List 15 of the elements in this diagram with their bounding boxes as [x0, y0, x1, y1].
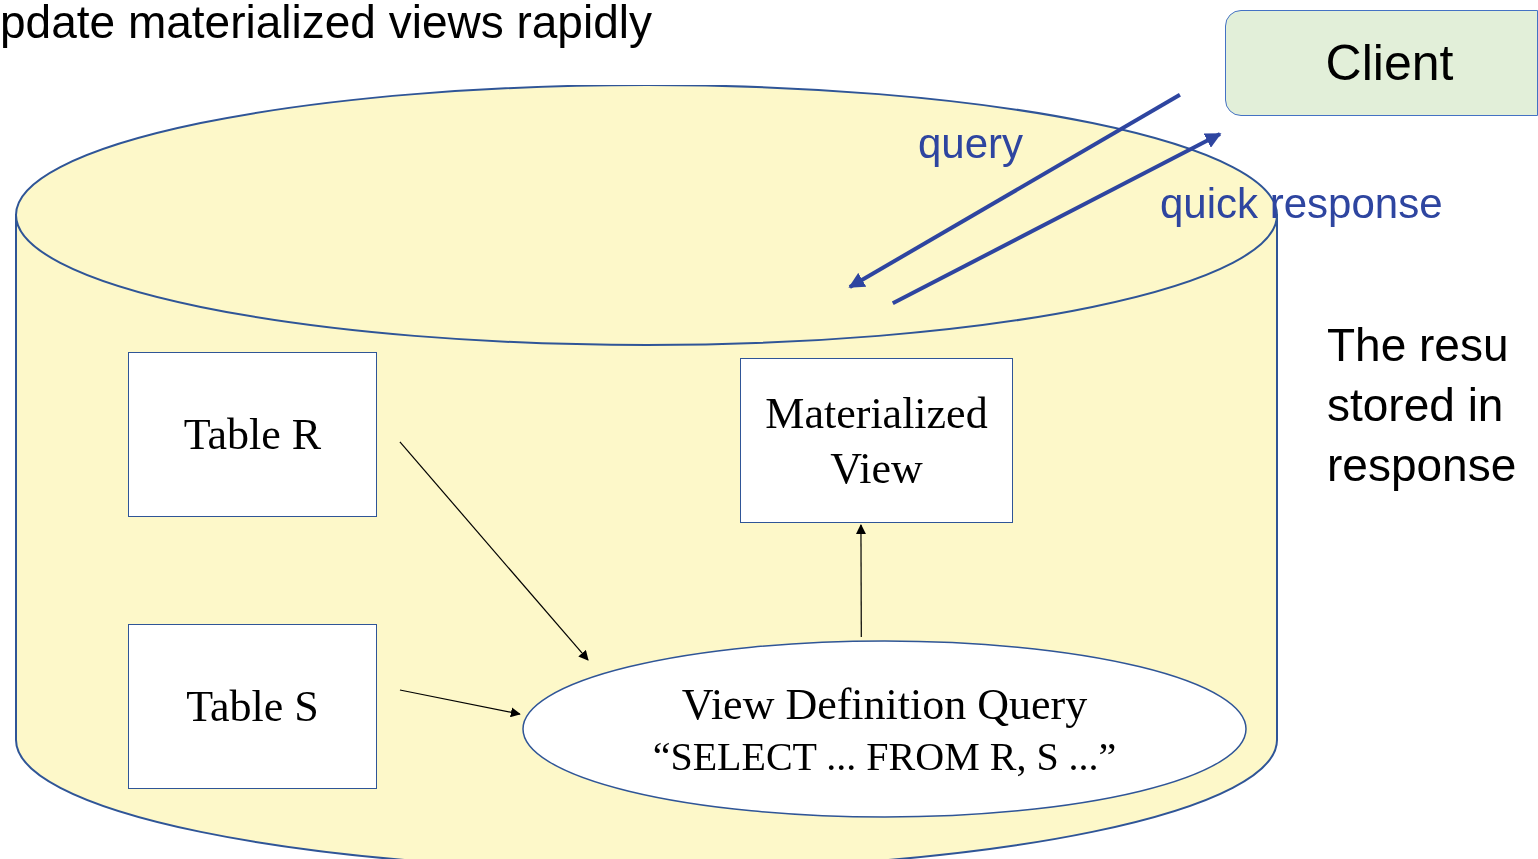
table-box: Materialized View [740, 358, 1013, 523]
arrow [399, 689, 521, 718]
table-box: Table R [128, 352, 377, 517]
table-box: Table S [128, 624, 377, 789]
client-box: Client [1225, 10, 1538, 116]
edge-label: quick response [1160, 179, 1443, 229]
slide-title: pdate materialized views rapidly [0, 0, 652, 50]
node-title: View Definition Query [681, 678, 1088, 731]
arrow [848, 93, 1181, 289]
arrow [855, 524, 866, 638]
arrow [891, 132, 1222, 306]
sql-text: “SELECT ... FROM R, S ...” [652, 732, 1117, 781]
note-text: The resu stored in response [1327, 318, 1518, 493]
edge-label: query [918, 119, 1024, 169]
arrow [399, 441, 589, 661]
